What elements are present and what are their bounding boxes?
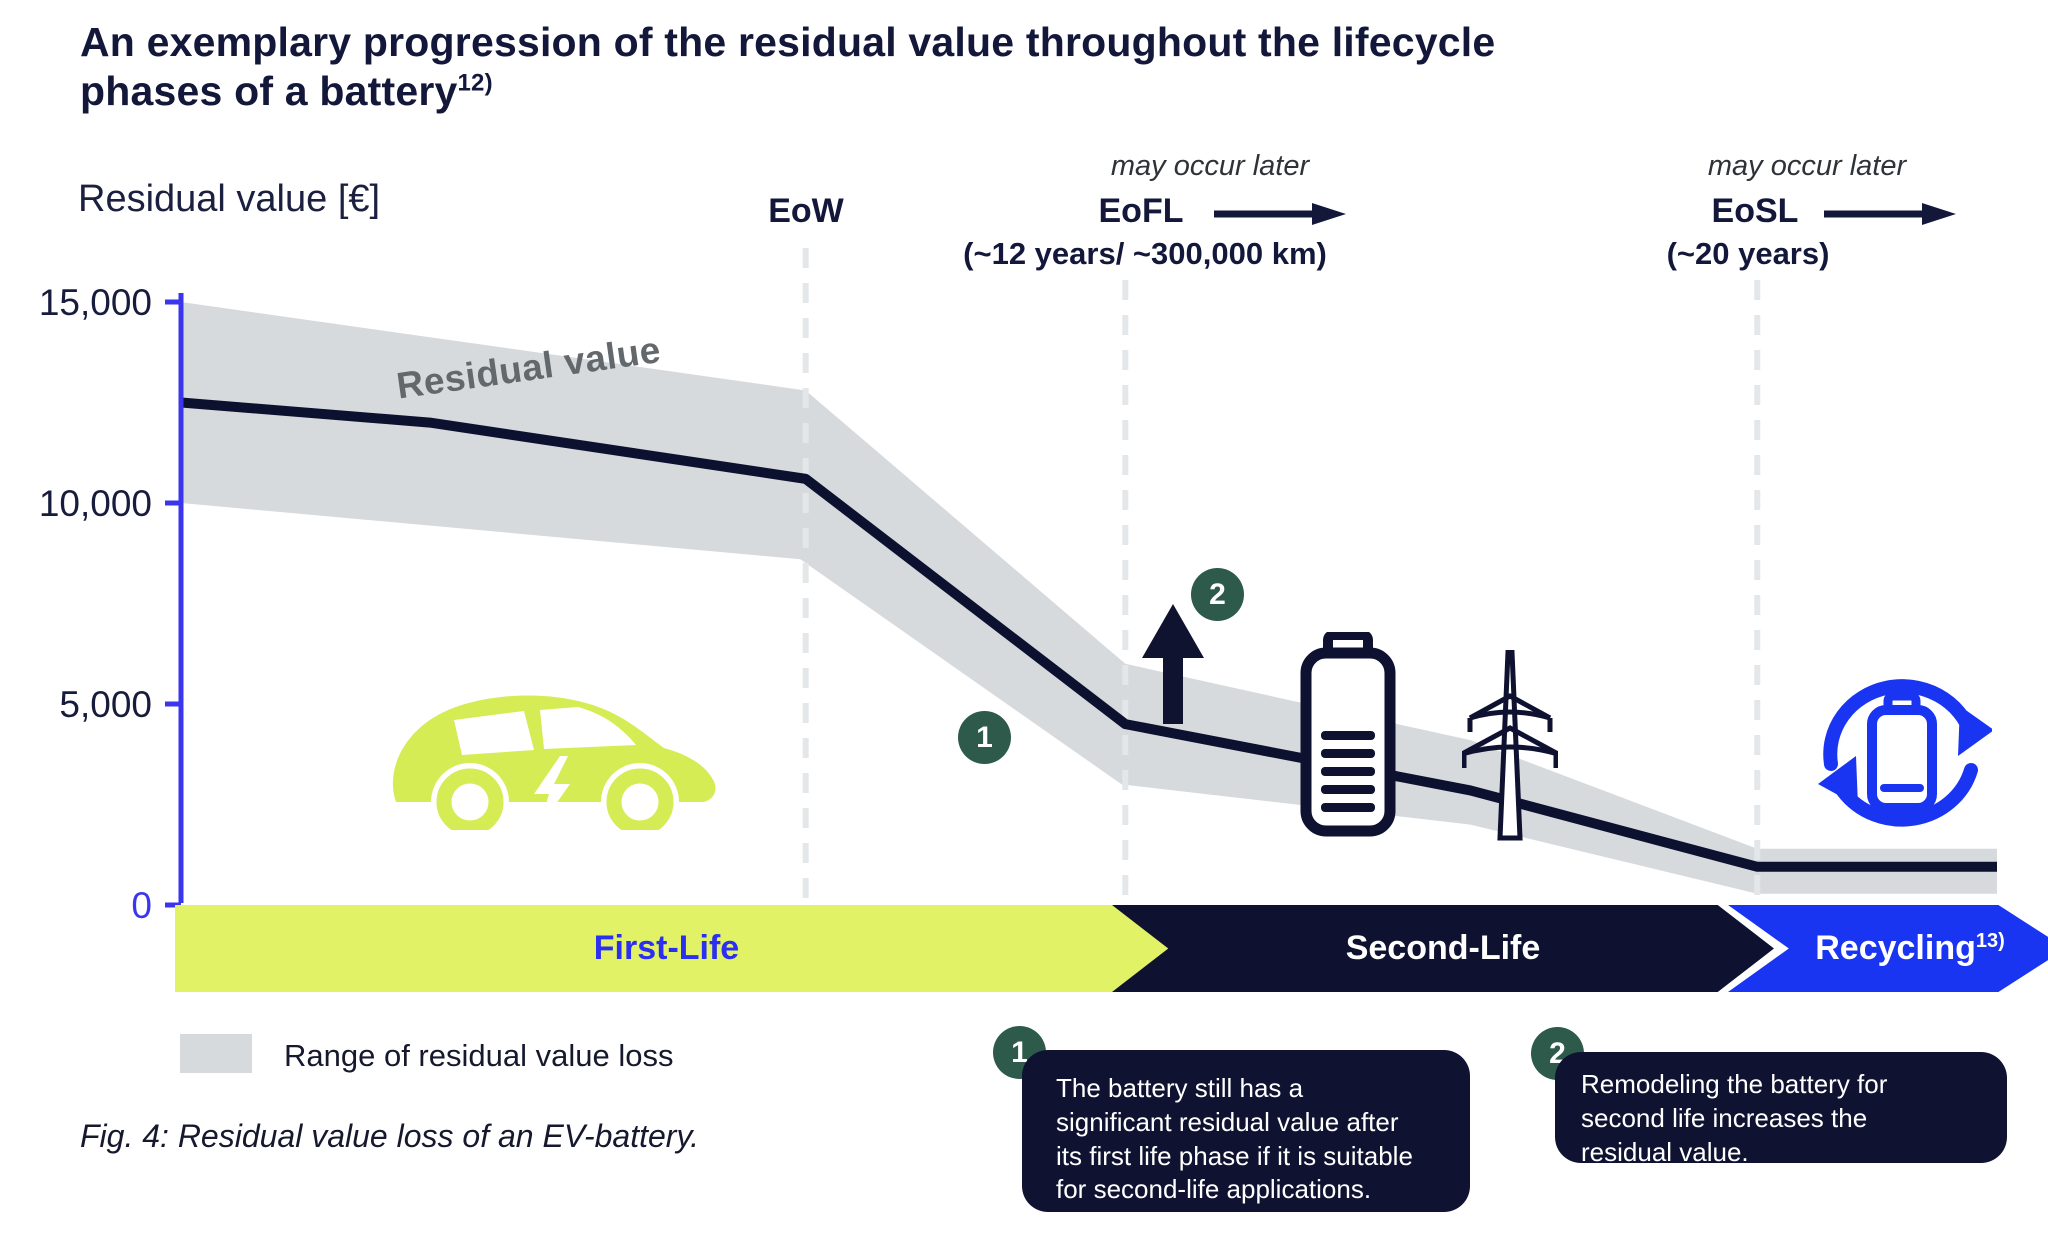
y-tick-label: 10,000 [39,483,152,524]
milestone-eosl-label: EoSL [1711,192,1799,230]
figure-caption: Fig. 4: Residual value loss of an EV-bat… [80,1118,699,1154]
increase-arrow-icon [1142,604,1204,724]
milestone-eofl-sub: (~12 years/ ~300,000 km) [963,236,1327,271]
annotation-badge-2: 2 [1191,568,1244,621]
figure-title-footnote: 12) [457,69,493,97]
milestone-eofl-note: may occur later [1110,150,1310,182]
annotation-badge-1: 1 [958,711,1011,764]
y-tick-label: 5,000 [59,684,152,725]
note-box-1: The battery still has a significant resi… [1022,1050,1470,1212]
y-axis-title: Residual value [€] [78,178,381,220]
milestone-eofl-label: EoFL [1098,192,1184,230]
y-tick-label: 15,000 [39,282,152,323]
electric-car-icon [392,695,716,830]
right-arrow-icon [1214,203,1346,225]
figure-title-text: An exemplary progression of the residual… [80,19,1496,115]
battery-icon [1300,632,1396,837]
battery-recycling-icon [1818,679,1992,827]
phase-first-life-label: First-Life [593,929,740,967]
milestone-eosl-note: may occur later [1707,150,1907,182]
note-box-2: Remodeling the battery for second life i… [1555,1052,2007,1167]
phase-recycling-footnote: 13) [1975,930,2005,952]
legend-swatch [180,1034,252,1073]
phase-first-life: First-Life [175,905,1194,992]
phase-second-life: Second-Life [1112,905,1774,992]
phase-second-life-label: Second-Life [1345,929,1541,967]
milestone-eow-label: EoW [768,192,844,230]
phase-recycling-label: Recycling [1815,929,1976,967]
legend-label: Range of residual value loss [284,1038,674,1073]
milestone-eosl-sub: (~20 years) [1666,236,1830,271]
power-pylon-icon [1462,650,1558,841]
figure-title: An exemplary progression of the residual… [80,18,1495,116]
y-tick-label: 0 [131,885,152,926]
right-arrow-icon [1824,203,1956,225]
